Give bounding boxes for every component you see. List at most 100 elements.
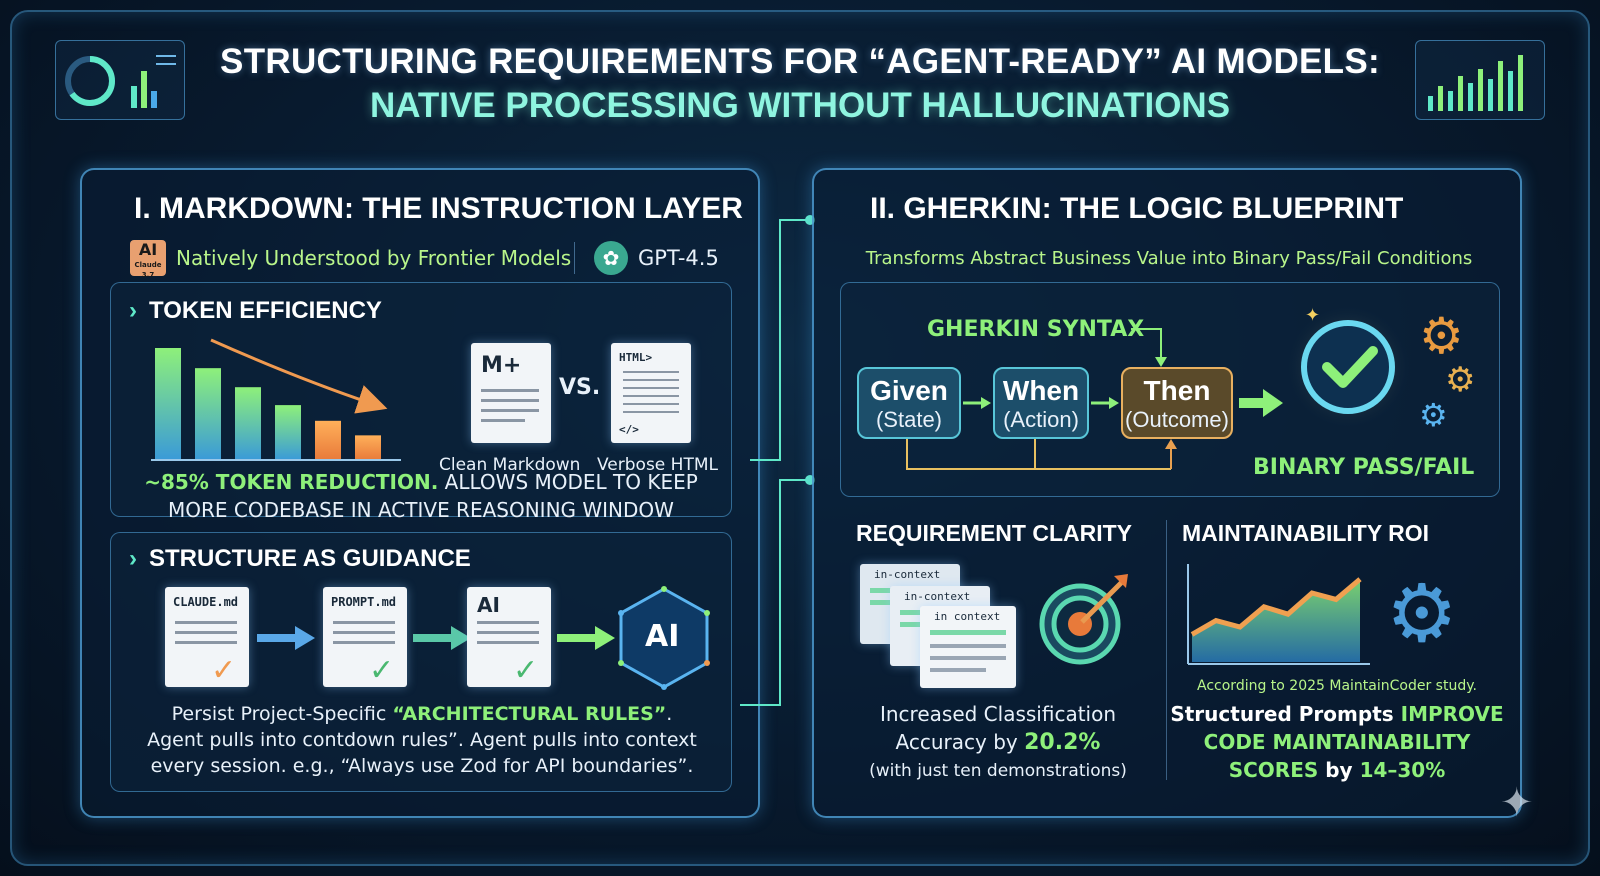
ai-doc-icon: AI ✓ xyxy=(467,587,551,688)
ai-hexagon-label: AI xyxy=(645,619,680,654)
improve-highlight: IMPROVE xyxy=(1400,702,1504,726)
bar-chart-icon xyxy=(1428,55,1523,111)
arrow-right-icon xyxy=(413,626,471,650)
markdown-doc-label: M+ xyxy=(481,353,522,378)
architectural-rules-highlight: “ARCHITECTURAL RULES” xyxy=(392,703,667,725)
structure-guidance-heading-text: STRUCTURE AS GUIDANCE xyxy=(149,545,471,572)
clarity-caption-line1: Increased Classification xyxy=(879,702,1117,726)
gear-icon: ⚙ xyxy=(1419,396,1448,434)
syntax-pointer-arrow xyxy=(1131,328,1167,367)
prompt-md-doc-icon: PROMPT.md ✓ xyxy=(323,587,407,688)
token-bar xyxy=(235,387,261,460)
token-efficiency-heading: ›TOKEN EFFICIENCY xyxy=(129,297,382,325)
pass-check-icon: ✦ xyxy=(1286,305,1410,429)
chevron-right-icon: › xyxy=(129,545,137,572)
svg-text:✦: ✦ xyxy=(1305,305,1320,326)
models-text: Natively Understood by Frontier Models xyxy=(176,246,572,270)
then-box: Then (Outcome) xyxy=(1121,367,1233,439)
models-divider xyxy=(574,242,575,274)
prompt-md-doc-label: PROMPT.md xyxy=(331,595,397,609)
claude-md-doc-icon: CLAUDE.md ✓ xyxy=(165,587,249,688)
token-caption: ~85% TOKEN REDUCTION. ALLOWS MODEL TO KE… xyxy=(110,468,732,524)
column-divider xyxy=(1166,520,1167,780)
requirement-clarity-heading: REQUIREMENT CLARITY xyxy=(856,520,1132,546)
html-doc-icon: HTML> </> xyxy=(611,343,691,443)
accuracy-highlight: 20.2% xyxy=(1024,730,1101,755)
roi-caption-a: Structured Prompts xyxy=(1170,702,1401,726)
gherkin-subtitle: Transforms Abstract Business Value into … xyxy=(865,248,1473,269)
roi-growth-chart xyxy=(1187,564,1370,665)
context-card-3-label: in context xyxy=(934,610,1001,623)
arrow-right-icon xyxy=(1239,389,1283,417)
clarity-caption-line2-a: Accuracy by xyxy=(895,730,1025,754)
token-bar-chart xyxy=(151,338,401,461)
markdown-panel: I. MARKDOWN: THE INSTRUCTION LAYER AI Cl… xyxy=(80,168,760,818)
ai-doc-label: AI xyxy=(477,593,500,617)
structure-caption-c: . xyxy=(666,703,673,725)
structure-caption-line2: Agent pulls into contdown rules”. Agent … xyxy=(147,729,697,751)
arrow-right-icon xyxy=(257,626,315,650)
token-bar xyxy=(155,348,181,460)
clarity-caption-line3: (with just ten demonstrations) xyxy=(869,761,1127,781)
title-line-1: STRUCTURING REQUIREMENTS FOR “AGENT-READ… xyxy=(220,42,1380,81)
ai-hexagon-icon xyxy=(618,586,710,690)
given-label: Given xyxy=(870,375,948,406)
checkmark-icon: ✓ xyxy=(211,653,237,688)
token-caption-line2: MORE CODEBASE IN ACTIVE REASONING WINDOW xyxy=(168,498,674,522)
token-efficiency-panel: ›TOKEN EFFICIENCY M+ xyxy=(110,282,732,517)
checkmark-icon: ✓ xyxy=(369,653,395,688)
gherkin-syntax-label: GHERKIN SYNTAX xyxy=(927,317,1145,342)
gear-icon: ⚙ xyxy=(1445,360,1476,400)
roi-caption-by: by xyxy=(1318,758,1360,782)
vs-label: VS. xyxy=(559,375,601,400)
main-title: STRUCTURING REQUIREMENTS FOR “AGENT-READ… xyxy=(190,40,1410,140)
target-icon xyxy=(1039,574,1128,665)
context-card-1-label: in-context xyxy=(874,568,941,581)
markdown-panel-title: I. MARKDOWN: THE INSTRUCTION LAYER xyxy=(134,192,743,225)
structure-caption-a: Persist Project-Specific xyxy=(171,703,393,725)
roi-caption-line2: CODE MAINTAINABILITY xyxy=(1203,730,1471,754)
panel-connector xyxy=(740,215,815,706)
structure-guidance-panel: › STRUCTURE AS GUIDANCE CLAUDE.md ✓ PROMP… xyxy=(110,532,732,792)
gherkin-panel: II. GHERKIN: THE LOGIC BLUEPRINT Transfo… xyxy=(812,168,1522,818)
token-reduction-highlight: ~85% TOKEN REDUCTION. xyxy=(144,470,439,494)
gauge-icon xyxy=(65,55,176,108)
dashboard-widget-right xyxy=(1415,40,1545,120)
token-bar xyxy=(195,368,221,460)
binary-pass-fail-label: BINARY PASS/FAIL xyxy=(1253,455,1475,480)
roi-source: According to 2025 MaintainCoder study. xyxy=(1197,678,1477,694)
clarity-caption: Increased Classification Accuracy by 20.… xyxy=(840,700,1156,785)
gpt-logo-icon: ✿ xyxy=(594,241,628,275)
arrow-right-icon xyxy=(557,626,615,650)
roi-caption-scores: SCORES xyxy=(1228,758,1319,782)
claude-badge-text: AI xyxy=(138,240,158,259)
when-box: When (Action) xyxy=(993,367,1089,439)
gear-icon: ⚙ xyxy=(1386,567,1458,660)
claude-badge: AI Claude 3.7 xyxy=(130,240,166,279)
context-card-3: in context xyxy=(920,606,1016,688)
structure-guidance-heading: › STRUCTURE AS GUIDANCE xyxy=(129,545,471,573)
then-sub-label: (Outcome) xyxy=(1125,407,1229,432)
gherkin-syntax-panel: GHERKIN SYNTAX Given (State) When (Actio… xyxy=(840,282,1500,497)
context-card-2-label: in-context xyxy=(904,590,971,603)
html-doc-close: </> xyxy=(619,423,639,436)
when-sub-label: (Action) xyxy=(1003,407,1079,432)
gear-icon: ⚙ xyxy=(1419,307,1464,365)
token-bar xyxy=(315,420,341,460)
roi-caption: Structured Prompts IMPROVE CODE MAINTAIN… xyxy=(1170,700,1504,784)
outer-frame xyxy=(10,10,1590,866)
maintainability-roi-heading: MAINTAINABILITY ROI xyxy=(1182,520,1430,546)
token-bar xyxy=(275,405,301,460)
arrow-right-icon xyxy=(963,397,991,409)
then-label: Then xyxy=(1143,375,1211,406)
flow-loop-lines xyxy=(906,439,1177,470)
sparkle-icon: ✦ xyxy=(1500,780,1534,826)
claude-badge-sub: Claude 3.7 xyxy=(134,261,162,279)
roi-area xyxy=(1192,579,1360,662)
gherkin-panel-title: II. GHERKIN: THE LOGIC BLUEPRINT xyxy=(870,192,1404,225)
arrow-right-icon xyxy=(1091,397,1119,409)
title-line-2: NATIVE PROCESSING WITHOUT HALLUCINATIONS xyxy=(369,86,1231,125)
structure-caption-line3: every session. e.g., “Always use Zod for… xyxy=(150,755,694,777)
structure-caption: Persist Project-Specific “ARCHITECTURAL … xyxy=(111,701,733,779)
token-caption-rest: ALLOWS MODEL TO KEEP xyxy=(438,470,698,494)
